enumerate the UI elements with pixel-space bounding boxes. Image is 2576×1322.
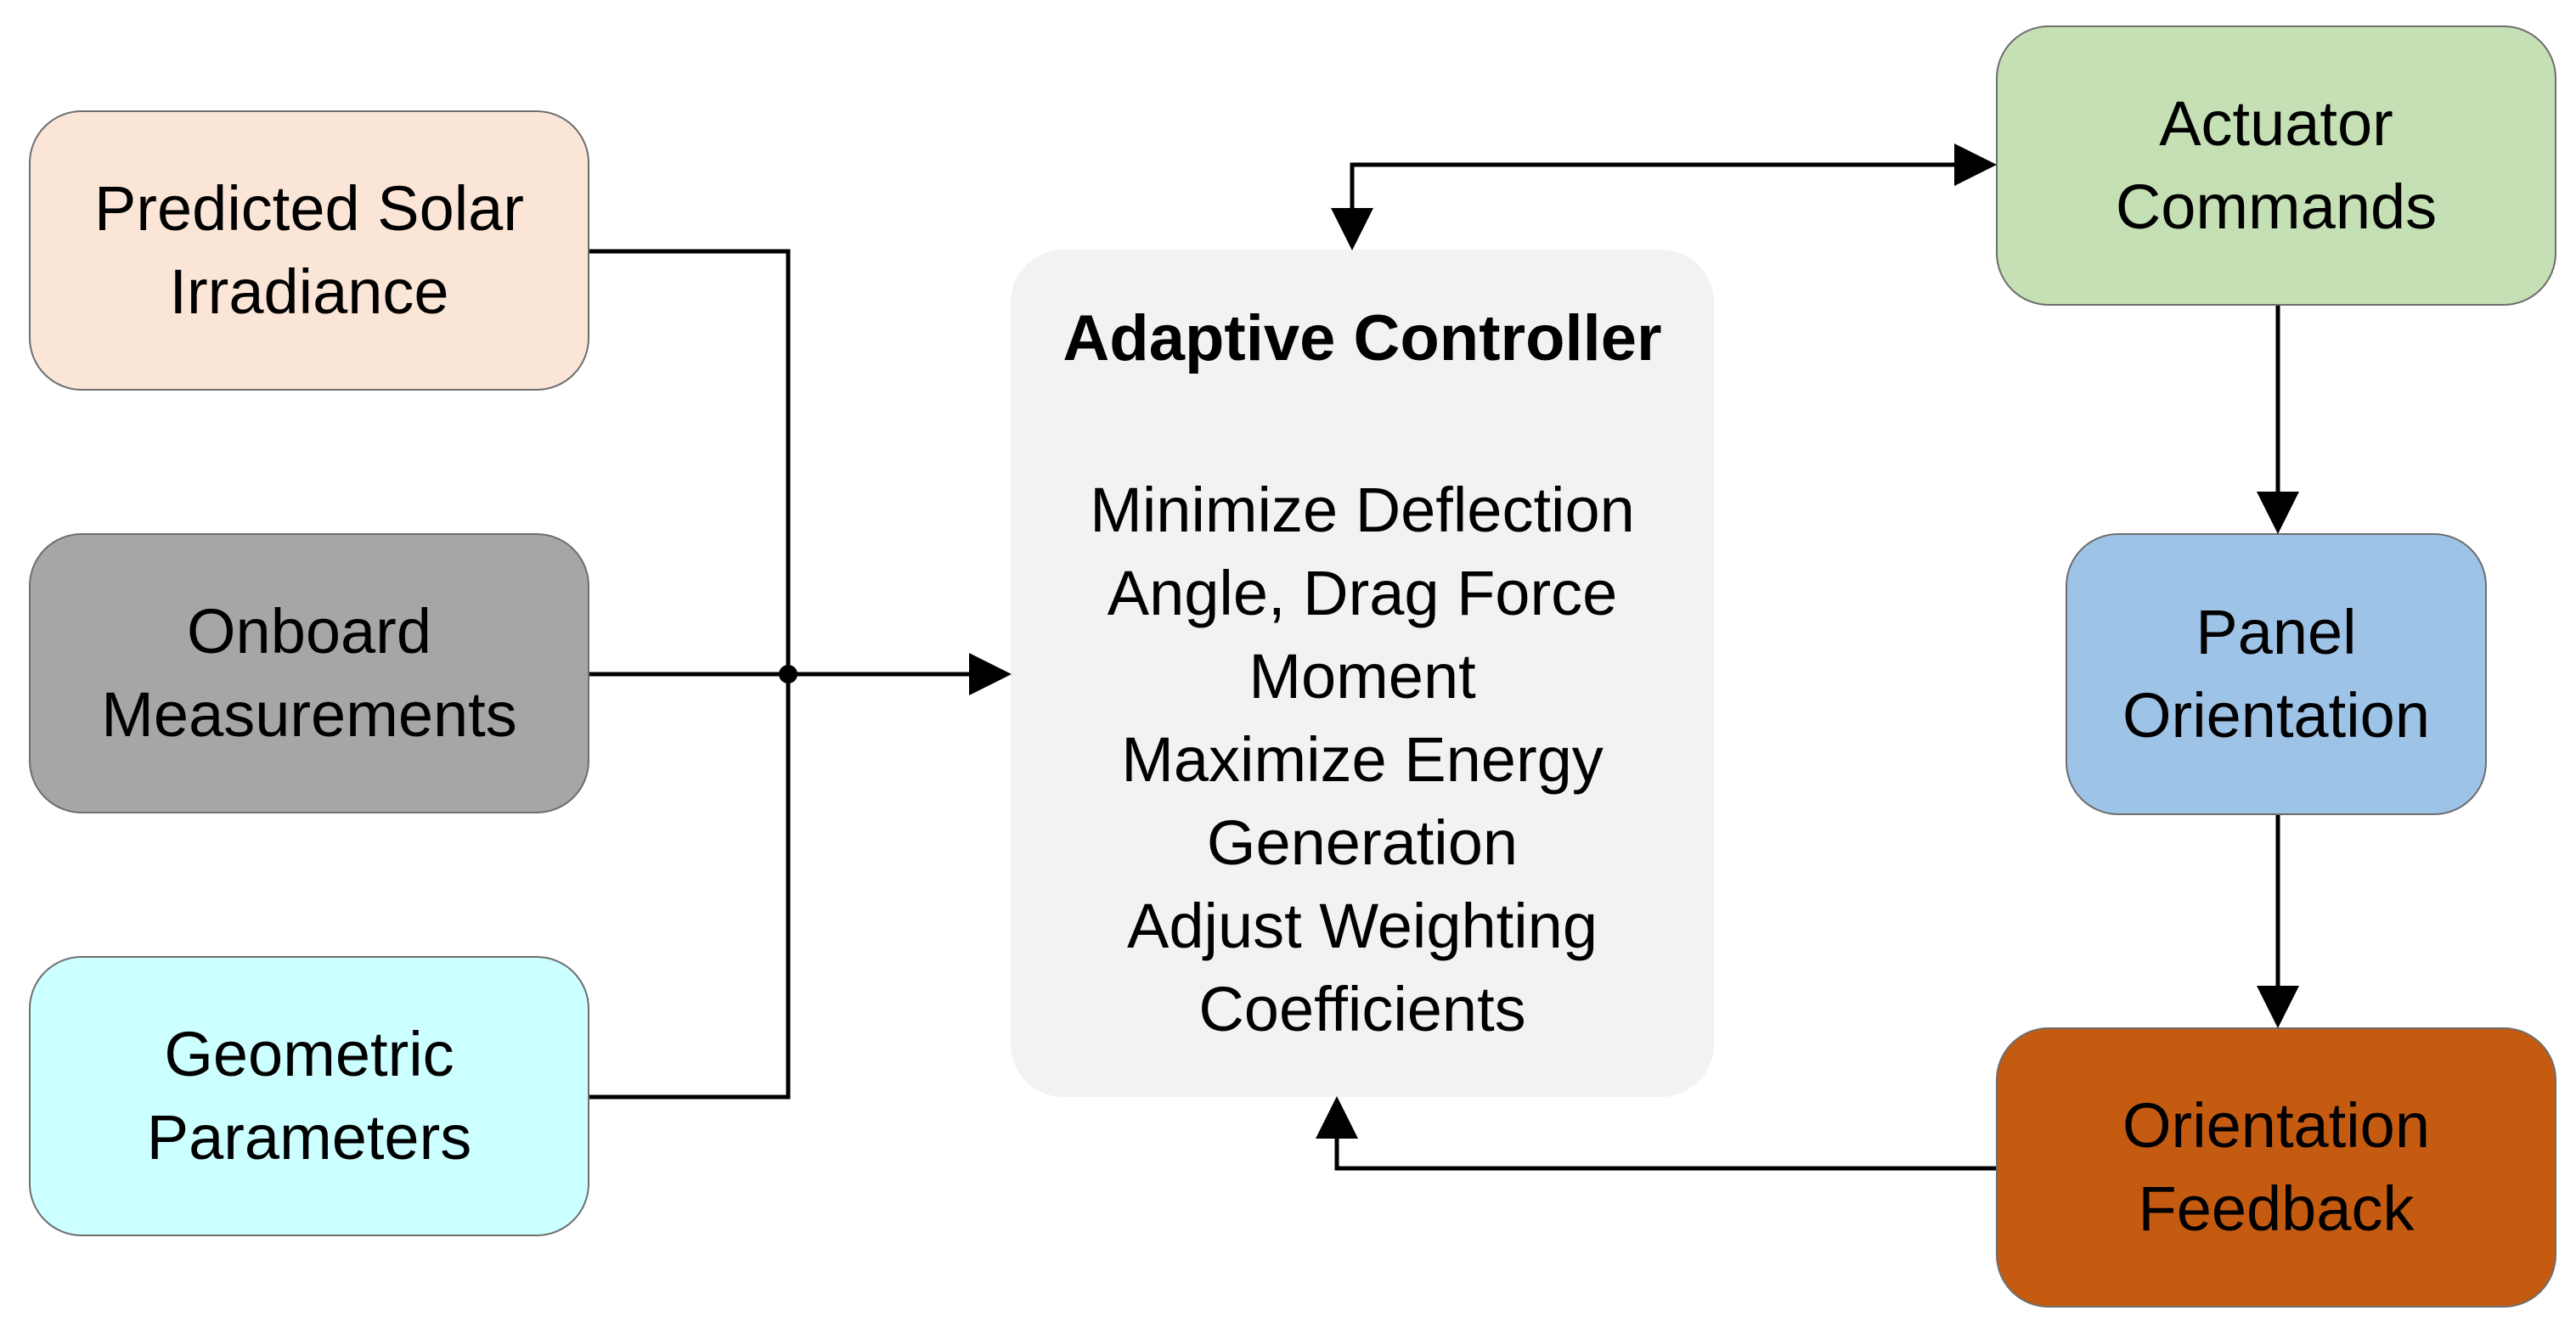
onboard-measurements-label: Onboard Measurements [101,596,517,750]
panel-orientation-box: Panel Orientation [2066,533,2487,815]
objective-maximize-energy: Maximize Energy Generation [1121,724,1604,878]
orientation-feedback-label: Orientation Feedback [2122,1090,2430,1244]
geometric-parameters-box: Geometric Parameters [29,956,589,1236]
predicted-solar-irradiance-label: Predicted Solar Irradiance [94,173,524,327]
controller-actuator-link [1350,143,1997,246]
adaptive-controller-box: Adaptive Controller Minimize Deflection … [1011,250,1714,1097]
controller-objectives-list: Minimize Deflection Angle, Drag Force Mo… [1011,469,1714,1051]
adaptive-controller-title: Adaptive Controller [1063,302,1662,374]
actuator-commands-box: Actuator Commands [1996,25,2556,306]
onboard-measurements-box: Onboard Measurements [29,533,589,813]
junction-dot [779,665,798,684]
orientation-feedback-box: Orientation Feedback [1996,1027,2556,1308]
geometric-parameters-label: Geometric Parameters [146,1019,472,1173]
predicted-solar-irradiance-box: Predicted Solar Irradiance [29,110,589,391]
actuator-commands-label: Actuator Commands [2115,88,2438,242]
objective-adjust-weighting: Adjust Weighting Coefficients [1127,891,1598,1044]
panel-orientation-label: Panel Orientation [2122,597,2430,751]
objective-minimize-deflection: Minimize Deflection Angle, Drag Force Mo… [1090,475,1635,712]
feedback-to-controller-arrow [1316,1096,1996,1171]
